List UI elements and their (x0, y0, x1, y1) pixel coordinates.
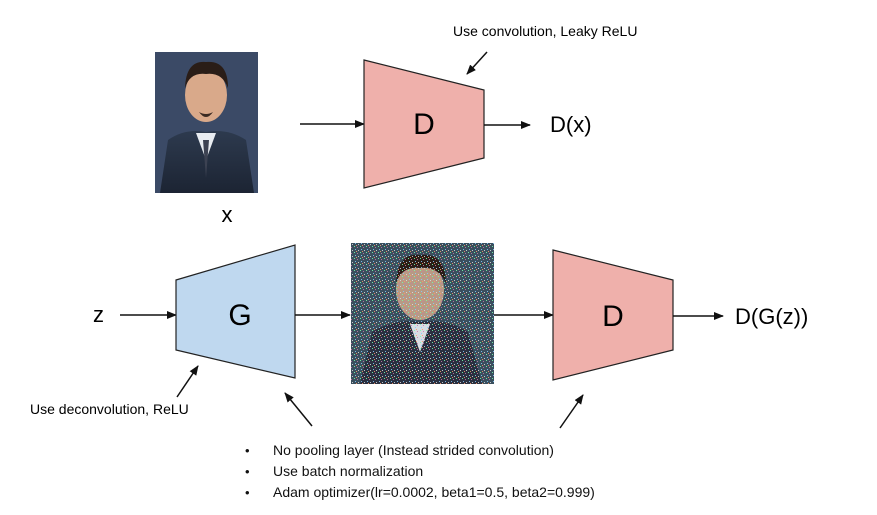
output-label-dgz: D(G(z)) (735, 304, 808, 329)
real-image-x (155, 52, 258, 193)
note-arrow-generator (176, 365, 199, 398)
discriminator-block-top (363, 59, 485, 189)
bullet-item: Adam optimizer(lr=0.0002, beta1=0.5, bet… (245, 482, 595, 503)
discriminator-block-bottom (552, 249, 674, 381)
bullet-arrow-generator (284, 392, 313, 427)
note-arrow-top (466, 51, 488, 75)
bullet-item: Use batch normalization (245, 461, 595, 482)
output-label-dx: D(x) (550, 112, 592, 137)
noise-label-z: z (93, 302, 104, 327)
bullet-item: No pooling layer (Instead strided convol… (245, 440, 595, 461)
discriminator-label-bottom: D (602, 300, 624, 333)
bullet-arrow-discriminator (559, 394, 584, 429)
input-label-x: x (222, 202, 233, 227)
discriminator-label-top: D (413, 108, 435, 141)
guideline-bullets: No pooling layer (Instead strided convol… (245, 440, 595, 503)
note-generator: Use deconvolution, ReLU (30, 401, 189, 417)
note-discriminator: Use convolution, Leaky ReLU (453, 23, 637, 39)
generator-label: G (228, 299, 251, 332)
generator-block (175, 244, 296, 379)
generated-image (351, 243, 494, 384)
